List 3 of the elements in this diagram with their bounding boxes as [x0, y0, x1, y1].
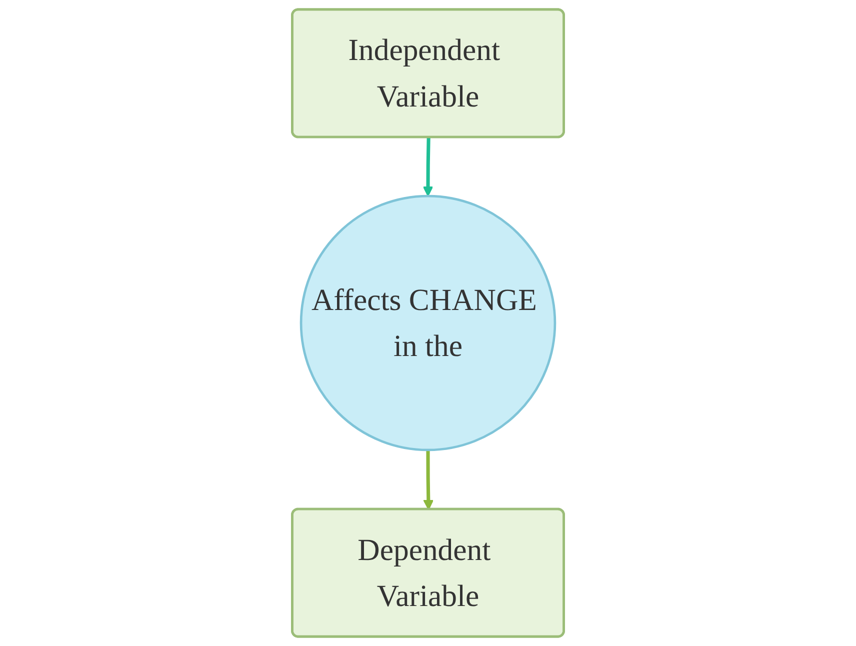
node-circle: Affects CHANGE in the — [300, 194, 556, 452]
arrow — [423, 450, 434, 510]
arrow — [422, 138, 434, 197]
